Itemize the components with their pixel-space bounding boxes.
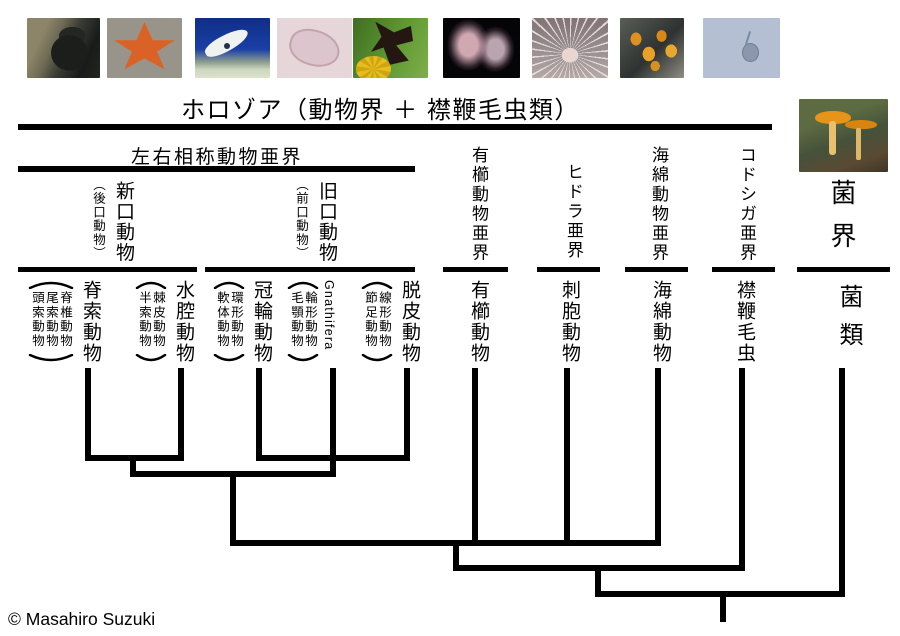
subkingdom-label-ctenophora: 有櫛動物亜界 xyxy=(469,146,488,263)
leaf-subtaxa-text-gnathifera: 輪形動物毛顎動物 xyxy=(289,291,317,349)
leaf-subtaxa-chordata: 脊椎動物尾索動物頭索動物 xyxy=(28,280,74,364)
protostome-line xyxy=(205,267,415,272)
bracket-top-arc xyxy=(28,281,74,289)
bracket-top-arc xyxy=(361,281,393,289)
bracket-bottom-arc xyxy=(287,354,319,362)
photo-gorilla xyxy=(27,18,100,78)
branch-ambulacraria xyxy=(178,368,184,461)
porifera-subkingdom-line xyxy=(625,267,688,272)
photo-micro-invertebrate xyxy=(277,18,352,78)
branch-lophotrochozoa xyxy=(256,368,262,461)
leaf-label-ctenophora: 有櫛動物 xyxy=(468,280,489,364)
branch-ecdysozoa xyxy=(404,368,410,461)
photo-choanoflagellate xyxy=(703,18,780,78)
bracket-bottom-arc xyxy=(135,354,167,362)
photo-mushrooms xyxy=(799,99,888,172)
photo-sea-anemone xyxy=(532,18,608,78)
deuterostome-label: 新口動物 xyxy=(113,181,134,263)
bracket-top-arc xyxy=(135,281,167,289)
bilateria-line xyxy=(18,166,415,172)
leaf-subtaxa-ecdysozoa: 線形動物節足動物 xyxy=(361,280,393,364)
branch-choanoflagellata xyxy=(739,368,745,571)
deuterostome-line xyxy=(18,267,197,272)
leaf-subtaxa-text-ecdysozoa: 線形動物節足動物 xyxy=(363,291,391,349)
node-animalia-stub xyxy=(453,540,459,571)
protostome-alias-label: （前口動物） xyxy=(294,178,308,261)
leaf-subtaxa-gnathifera: 輪形動物毛顎動物 xyxy=(287,280,319,364)
subkingdom-label-hydra: ヒドラ亜界 xyxy=(564,163,583,261)
leaf-subtaxa-lophotrochozoa: 環形動物軟体動物 xyxy=(213,280,245,364)
photo-butterfly xyxy=(353,18,428,78)
hydra-subkingdom-line xyxy=(537,267,600,272)
photo-comb-jelly xyxy=(443,18,520,78)
leaf-label-choanoflagellata: 襟鞭毛虫 xyxy=(734,280,755,364)
node-deuterostomia-stub xyxy=(130,455,136,477)
leaf-subtaxa-text-chordata: 脊椎動物尾索動物頭索動物 xyxy=(30,291,72,349)
photo-starfish xyxy=(107,18,182,78)
photo-orange-lichen xyxy=(620,18,684,78)
leaf-label-fungi: 菌類 xyxy=(835,284,862,360)
codosiga-subkingdom-line xyxy=(712,267,775,272)
copyright-credit: © Masahiro Suzuki xyxy=(8,609,156,629)
branch-porifera xyxy=(655,368,661,546)
leaf-subtaxa-text-ambulacraria: 棘皮動物半索動物 xyxy=(137,291,165,349)
page-title: ホロゾア（動物界 ＋ 襟鞭毛虫類） xyxy=(181,97,580,124)
leaf-label-ecdysozoa: 脱皮動物 xyxy=(399,280,420,364)
branch-ctenophora xyxy=(472,368,478,546)
leaf-label-chordata: 脊索動物 xyxy=(80,280,101,364)
fungi-kingdom-line xyxy=(797,267,890,272)
bracket-top-arc xyxy=(213,281,245,289)
leaf-label-cnidaria: 刺胞動物 xyxy=(559,280,580,364)
node-choanozoa-stub xyxy=(595,565,601,597)
branch-fungi xyxy=(839,368,845,597)
holozoa-line xyxy=(18,124,772,130)
fungi-kingdom-label: 菌界 xyxy=(827,179,857,265)
bracket-bottom-arc xyxy=(28,354,74,362)
bracket-bottom-arc xyxy=(361,354,393,362)
node-protostomia-h xyxy=(256,455,410,461)
node-root-stub xyxy=(720,591,726,622)
leaf-label-porifera: 海綿動物 xyxy=(650,280,671,364)
bilateria-label: 左右相称動物亜界 xyxy=(131,147,304,168)
ctenophora-subkingdom-line xyxy=(443,267,508,272)
photo-squid xyxy=(195,18,270,78)
node-bilateria-stub xyxy=(230,471,236,546)
branch-gnathifera xyxy=(330,368,336,477)
protostome-label: 旧口動物 xyxy=(316,181,337,263)
node-animalia-h xyxy=(230,540,661,546)
leaf-label-ambulacraria: 水腔動物 xyxy=(173,280,194,364)
bracket-bottom-arc xyxy=(213,354,245,362)
subkingdom-label-codosiga: コドシガ亜界 xyxy=(737,146,756,263)
leaf-subtaxa-text-lophotrochozoa: 環形動物軟体動物 xyxy=(215,291,243,349)
leaf-subtaxa-ambulacraria: 棘皮動物半索動物 xyxy=(135,280,167,364)
leaf-label-gnathifera: Gnathifera xyxy=(322,280,336,351)
branch-cnidaria xyxy=(564,368,570,546)
deuterostome-alias-label: （後口動物） xyxy=(91,178,105,261)
subkingdom-label-porifera: 海綿動物亜界 xyxy=(649,146,668,263)
leaf-label-lophotrochozoa: 冠輪動物 xyxy=(251,280,272,364)
branch-chordata xyxy=(85,368,91,461)
bracket-top-arc xyxy=(287,281,319,289)
